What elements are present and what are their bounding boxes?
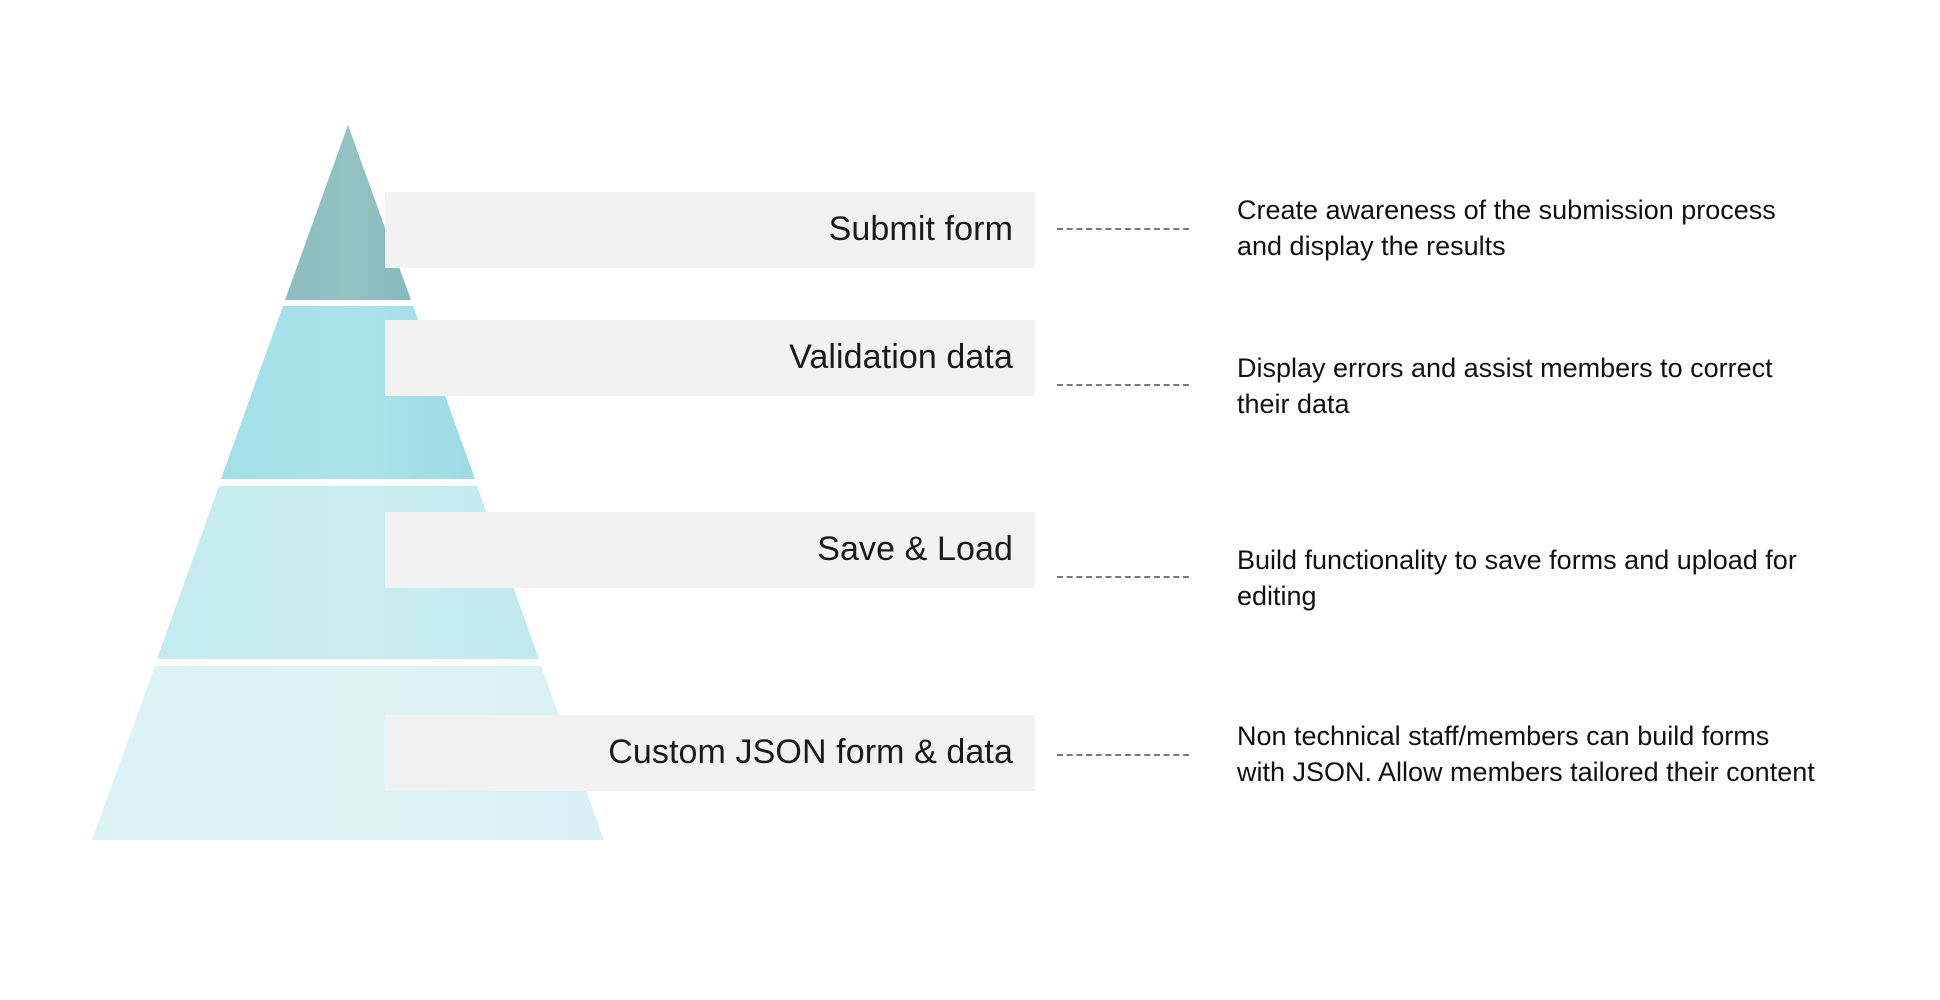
tier-3-description-line-2: editing bbox=[1237, 581, 1317, 612]
tier-2-description-line-1: Display errors and assist members to cor… bbox=[1237, 353, 1773, 383]
pyramid-tier-1-shape bbox=[285, 125, 411, 300]
tier-2-description-line-2: their data bbox=[1237, 389, 1350, 420]
tier-2-connector-line bbox=[1057, 384, 1189, 386]
tier-3-connector-line bbox=[1057, 576, 1189, 578]
tier-3-description-line-1: Build functionality to save forms and up… bbox=[1237, 545, 1797, 575]
tier-1-description: Create awareness of the submission proce… bbox=[1237, 192, 1897, 265]
tier-1-connector-line bbox=[1057, 228, 1189, 230]
tier-4-label-band[interactable]: Custom JSON form & data bbox=[385, 715, 1035, 791]
tier-2-label-band[interactable]: Validation data bbox=[385, 320, 1035, 396]
tier-1-label: Submit form bbox=[828, 210, 1013, 249]
tier-4-connector-line bbox=[1057, 754, 1189, 756]
tier-2-description: Display errors and assist members to cor… bbox=[1237, 350, 1897, 423]
tier-2-label: Validation data bbox=[789, 338, 1013, 377]
tier-4-description-line-2: with JSON. Allow members tailored their … bbox=[1237, 757, 1815, 788]
tier-4-description-line-1: Non technical staff/members can build fo… bbox=[1237, 721, 1770, 751]
tier-1-description-line-1: Create awareness of the submission proce… bbox=[1237, 195, 1776, 225]
tier-4-label: Custom JSON form & data bbox=[608, 733, 1013, 772]
tier-3-label-band[interactable]: Save & Load bbox=[385, 512, 1035, 588]
tier-4-description: Non technical staff/members can build fo… bbox=[1237, 718, 1897, 791]
pyramid-tier-4-shape bbox=[92, 666, 604, 840]
tier-1-label-band[interactable]: Submit form bbox=[385, 192, 1035, 268]
tier-3-label: Save & Load bbox=[817, 530, 1013, 569]
tier-3-description: Build functionality to save forms and up… bbox=[1237, 542, 1897, 615]
tier-1-description-line-2: and display the results bbox=[1237, 231, 1506, 262]
